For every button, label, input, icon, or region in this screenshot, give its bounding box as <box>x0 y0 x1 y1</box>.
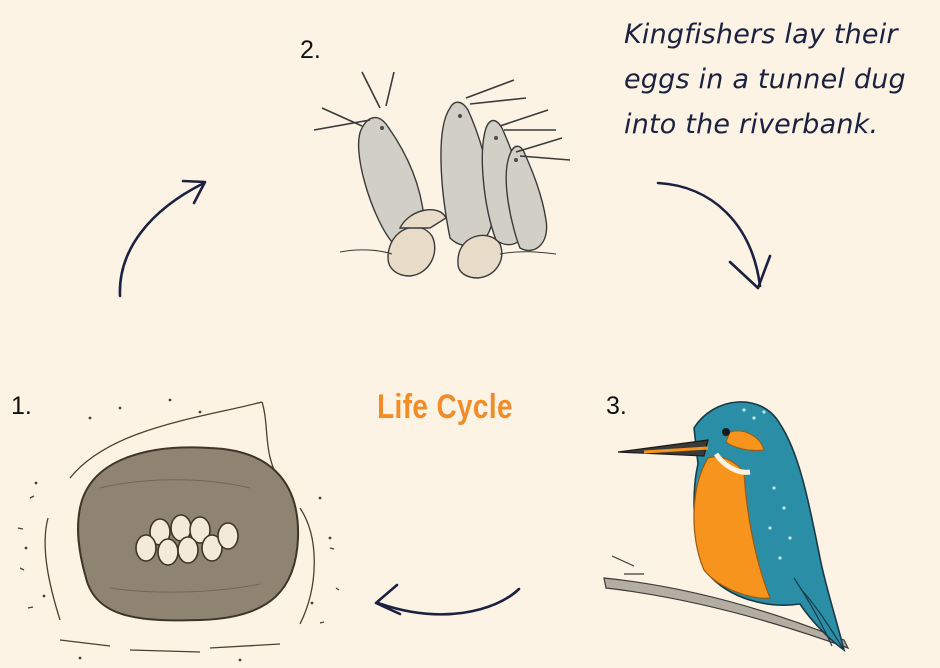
nest-illustration <box>0 388 360 668</box>
chicks-illustration <box>300 68 560 288</box>
kingfisher-illustration <box>604 388 874 668</box>
